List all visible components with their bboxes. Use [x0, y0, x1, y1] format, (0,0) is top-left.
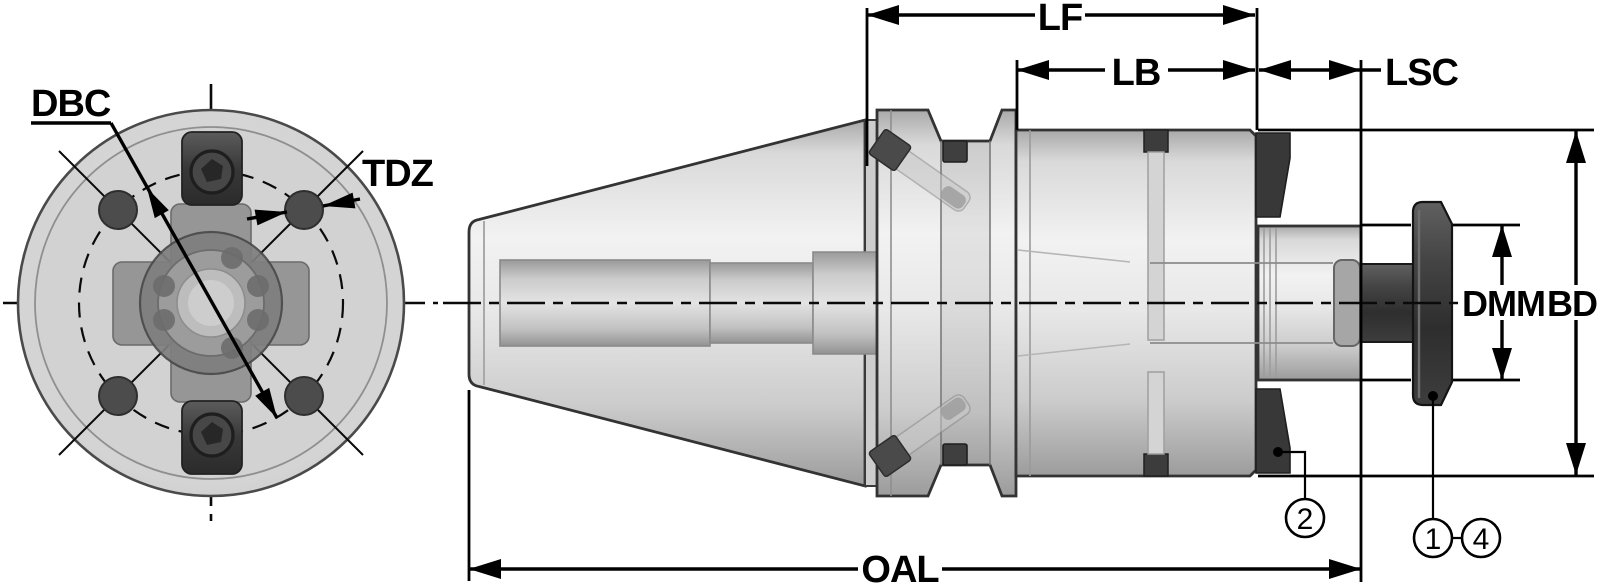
callout-2: 2: [1273, 447, 1326, 539]
dbc-label: DBC: [31, 83, 111, 125]
oal-dimension: OAL: [469, 549, 1361, 586]
tdz-dimension: TDZ: [246, 153, 435, 226]
dmm-label: DMM: [1462, 283, 1545, 324]
lsc-arrowhead: [1259, 60, 1291, 80]
radial-hole-bottom: [1147, 371, 1165, 455]
bd-label: BD: [1547, 283, 1597, 324]
balloon-number: 1: [1425, 523, 1442, 556]
dbc-dimension: DBC: [31, 83, 279, 419]
bolt-hole: [284, 190, 324, 230]
bolt-hole: [284, 376, 324, 416]
callout-1-4: 1 4: [1412, 391, 1502, 559]
balloon-number: 2: [1297, 503, 1314, 536]
dbc-arrowhead: [255, 387, 277, 418]
body-slot-top: [1143, 129, 1169, 153]
lsc-label: LSC: [1385, 52, 1459, 94]
lb-arrowhead: [1223, 60, 1255, 80]
lb-dimension: LB: [1017, 52, 1255, 94]
bd-dimension: [1566, 131, 1586, 475]
bd-arrowhead: [1566, 131, 1586, 163]
lb-arrowhead: [1017, 60, 1049, 80]
body-slot-bottom: [1143, 453, 1169, 477]
side-view: [443, 108, 1458, 498]
dmm-dimension: DMM BD: [1462, 225, 1598, 380]
lf-arrowhead: [1223, 5, 1255, 25]
dimension-annotations: LF LB LSC OAL: [467, 0, 1598, 586]
clamp-block-bottom: [1255, 388, 1291, 474]
bd-arrowhead: [1566, 443, 1586, 475]
drive-key-bottom: [181, 400, 243, 475]
oal-arrowhead: [1329, 559, 1361, 579]
lf-dimension: LF: [867, 0, 1255, 39]
lf-label: LF: [1038, 0, 1082, 39]
dmm-arrowhead: [1492, 348, 1512, 380]
drive-key-top: [181, 131, 243, 206]
ext-lines-dmm: [1362, 223, 1520, 382]
drive-slot-top: [942, 140, 968, 163]
coolant-nozzle-bottom: [868, 394, 971, 478]
dbc-arrowhead: [147, 188, 169, 219]
tdz-arrowhead: [254, 209, 287, 226]
lb-label: LB: [1112, 52, 1161, 94]
tdz-arrowhead: [323, 192, 356, 209]
oal-label: OAL: [861, 549, 939, 586]
bore-taper-line: [1017, 343, 1131, 357]
radial-hole-top: [1147, 151, 1165, 341]
balloon-circle: [1284, 497, 1326, 539]
clamp-block-top: [1255, 132, 1291, 218]
lsc-arrowhead: [1329, 60, 1361, 80]
drive-slot-bottom: [942, 443, 968, 466]
boss-holes: [153, 247, 269, 359]
bolt-hole: [98, 376, 138, 416]
oal-arrowhead: [469, 559, 501, 579]
bolt-hole: [98, 190, 138, 230]
lsc-dimension: LSC: [1259, 52, 1460, 94]
lf-arrowhead: [867, 5, 899, 25]
front-view: DBC TDZ: [3, 83, 438, 521]
coolant-nozzle-top: [868, 128, 971, 212]
bore-taper-line: [1017, 249, 1131, 263]
balloon-circle: [1460, 517, 1502, 559]
dmm-arrowhead: [1492, 225, 1512, 257]
balloon-number: 4: [1473, 523, 1490, 556]
tdz-label: TDZ: [362, 153, 434, 195]
